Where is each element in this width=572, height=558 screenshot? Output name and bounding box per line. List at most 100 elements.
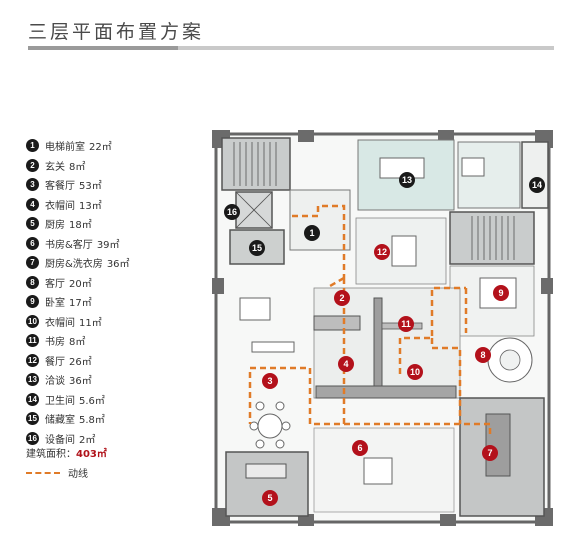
sofa xyxy=(251,341,295,353)
legend-room-area: 8㎡ xyxy=(69,161,86,173)
central-block xyxy=(313,287,461,399)
room-marker-label-2: 2 xyxy=(339,293,344,303)
room-marker-11 xyxy=(398,316,414,332)
legend-number: 13 xyxy=(26,373,39,387)
legend-room-area: 11㎡ xyxy=(79,317,102,329)
legend-number: 16 xyxy=(26,431,39,445)
column-top-1 xyxy=(298,130,314,142)
room-marker-label-15: 15 xyxy=(252,243,262,253)
stair-steps-top xyxy=(233,142,277,186)
route-label: 动线 xyxy=(68,469,88,480)
legend-room-name: 客厅 xyxy=(45,278,65,290)
legend-room-name: 设备间 xyxy=(45,434,75,446)
title-underline xyxy=(28,46,554,50)
legend-number: 6 xyxy=(26,236,39,250)
legend-item: 10 衣帽间 11㎡ xyxy=(26,312,216,332)
route-swatch xyxy=(26,471,60,474)
legend-room-area: 5.8㎡ xyxy=(79,415,105,427)
column-top-2 xyxy=(438,130,454,142)
room-marker-10 xyxy=(407,364,423,380)
room-marker-label-13: 13 xyxy=(402,175,412,185)
legend-number: 7 xyxy=(26,256,39,270)
stair-core-right xyxy=(449,211,535,265)
round-table xyxy=(257,413,283,439)
circulation-route xyxy=(248,204,492,434)
column-left-1 xyxy=(212,278,224,294)
room-marker-label-3: 3 xyxy=(267,376,272,386)
building-area-label: 建筑面积： xyxy=(26,449,76,460)
room-marker-2 xyxy=(334,290,350,306)
room-marker-5 xyxy=(262,490,278,506)
closet-wall xyxy=(373,297,383,389)
legend-room-name: 衣帽间 xyxy=(45,200,75,212)
partition-bottom xyxy=(315,385,457,399)
stair-core-top xyxy=(221,137,291,191)
legend-room-name: 厨房&洗衣房 xyxy=(45,259,103,271)
room-marker-16 xyxy=(224,204,240,220)
room-marker-7 xyxy=(482,445,498,461)
legend-number: 4 xyxy=(26,197,39,211)
legend-room-area: 5.6㎡ xyxy=(79,395,105,407)
room-marker-15 xyxy=(249,240,265,256)
legend-room-area: 26㎡ xyxy=(69,356,92,368)
legend-room-name: 书房 xyxy=(45,337,65,349)
legend-room-name: 卫生间 xyxy=(45,395,75,407)
room-marker-4 xyxy=(338,356,354,372)
legend-room-name: 储藏室 xyxy=(45,415,75,427)
legend-item: 16 设备间 2㎡ xyxy=(26,429,216,449)
legend-number: 5 xyxy=(26,217,39,231)
room-marker-label-14: 14 xyxy=(532,180,542,190)
legend-number: 9 xyxy=(26,295,39,309)
legend-item: 12 餐厅 26㎡ xyxy=(26,351,216,371)
column-bottom-1 xyxy=(298,514,314,526)
legend-room-name: 电梯前室 xyxy=(45,142,85,154)
room-marker-label-16: 16 xyxy=(227,207,237,217)
legend-room-area: 18㎡ xyxy=(69,220,92,232)
route-legend: 动线 xyxy=(26,465,88,480)
legend-number: 11 xyxy=(26,334,39,348)
legend-number: 3 xyxy=(26,178,39,192)
closet-rail-1 xyxy=(313,315,361,331)
stair-steps-right xyxy=(471,216,515,260)
kitchen-left xyxy=(225,451,309,517)
legend-room-area: 8㎡ xyxy=(69,337,86,349)
room-marker-13 xyxy=(399,172,415,188)
room-marker-label-9: 9 xyxy=(498,288,503,298)
room-marker-label-10: 10 xyxy=(410,367,420,377)
room-marker-label-12: 12 xyxy=(377,247,387,257)
legend-room-name: 厨房 xyxy=(45,220,65,232)
legend-number: 12 xyxy=(26,353,39,367)
legend-number: 10 xyxy=(26,314,39,328)
room-marker-12 xyxy=(374,244,390,260)
dining-table xyxy=(391,235,417,267)
legend-item: 5 厨房 18㎡ xyxy=(26,214,216,234)
building-area: 建筑面积：403㎡ xyxy=(26,445,107,460)
legend-room-area: 2㎡ xyxy=(79,434,96,446)
room-marker-1 xyxy=(304,225,320,241)
legend-room-name: 客餐厅 xyxy=(45,181,75,193)
column-bottom-2 xyxy=(440,514,456,526)
legend-room-area: 36㎡ xyxy=(69,376,92,388)
page-title: 三层平面布置方案 xyxy=(28,21,205,43)
legend-room-area: 39㎡ xyxy=(96,239,120,251)
legend-room-area: 22㎡ xyxy=(89,142,112,154)
room-marker-label-6: 6 xyxy=(357,443,362,453)
legend-room-name: 餐厅 xyxy=(45,356,65,368)
room-marker-9 xyxy=(493,285,509,301)
room-marker-8 xyxy=(475,347,491,363)
room-marker-label-11: 11 xyxy=(401,319,411,329)
legend-room-name: 衣帽间 xyxy=(45,317,75,329)
legend-number: 15 xyxy=(26,412,39,426)
legend-number: 1 xyxy=(26,139,39,153)
column-right-1 xyxy=(541,278,553,294)
lobby-area xyxy=(289,189,351,251)
